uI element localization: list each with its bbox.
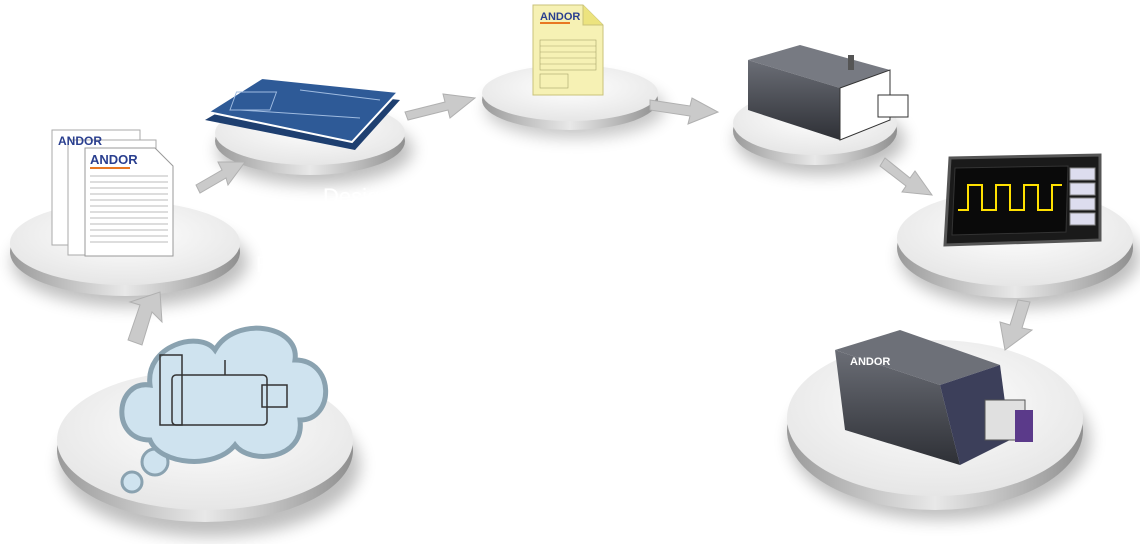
andor-logo: ANDOR (90, 152, 138, 167)
arrow-quote-to-build (649, 97, 720, 125)
arrow-requirements-to-design (195, 161, 246, 194)
camera-build-icon (748, 45, 909, 141)
arrow-idea-to-requirements (127, 291, 163, 346)
disc-quote (482, 65, 665, 138)
stage-label-requirements: R (256, 252, 272, 277)
stage-label-design: Design (323, 184, 392, 209)
invoice-icon: ANDOR (532, 4, 604, 96)
stage-label-build: Build (740, 184, 789, 209)
andor-logo: ANDOR (540, 11, 580, 23)
andor-logo: ANDOR (850, 356, 890, 368)
arrow-build-to-test (879, 157, 934, 196)
thought-cloud-icon (119, 325, 329, 494)
stage-label-quote: Quote (527, 146, 587, 171)
blueprint-icon (205, 76, 401, 150)
camera-final-icon: ANDOR (835, 330, 1033, 465)
andor-logo: ANDOR (58, 134, 102, 148)
camera-sketch-icon (159, 354, 288, 426)
arrow-design-to-quote (404, 93, 477, 121)
arrow-test-to-delivery (999, 299, 1034, 351)
documents-icon: ANDOR ANDOR (51, 129, 174, 257)
oscilloscope-icon (943, 153, 1102, 247)
